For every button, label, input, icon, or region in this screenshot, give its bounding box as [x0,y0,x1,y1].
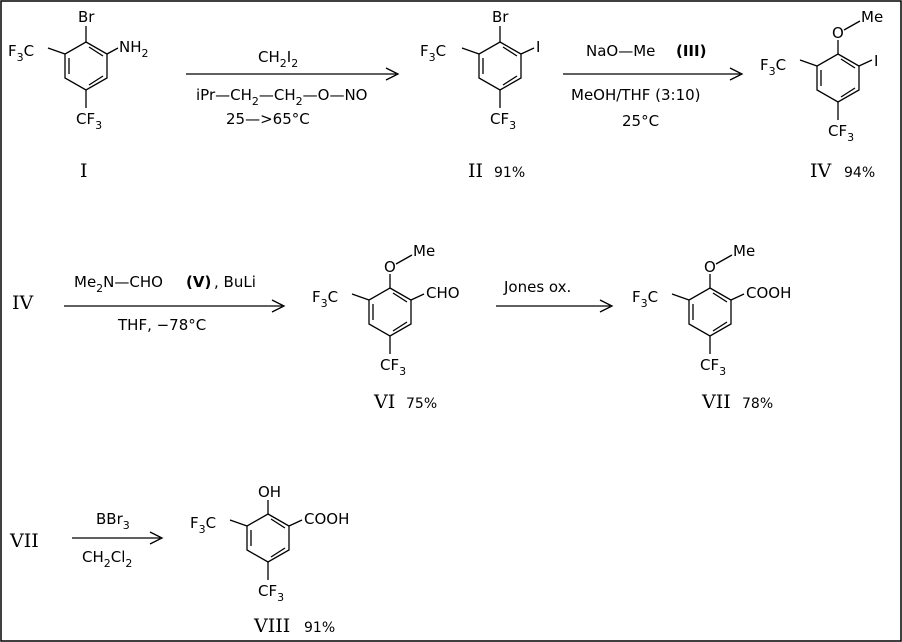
svg-text:NH2: NH2 [119,38,149,60]
svg-text:CF3: CF3 [828,122,854,144]
svg-text:CF3: CF3 [258,582,284,604]
compound-IV: O Me I F3C CF3 IV 94% [760,8,883,182]
svg-text:Br: Br [492,8,509,26]
svg-text:F3C: F3C [760,56,786,78]
step1-condition: 25—>65°C [226,110,310,128]
svg-text:THF, −78°C: THF, −78°C [117,316,206,334]
svg-text:iPr—CH2—CH2—O—NO: iPr—CH2—CH2—O—NO [196,86,367,108]
arrow-step4: Jones ox. [496,278,614,313]
svg-text:Me: Me [861,8,883,26]
svg-text:F3C: F3C [312,288,338,310]
svg-text:, BuLi: , BuLi [214,273,256,291]
svg-text:F3C: F3C [420,42,446,64]
svg-text:MeOH/THF (3:10): MeOH/THF (3:10) [571,86,701,104]
step5-start-label: VII [9,530,39,552]
yield-II: 91% [494,165,525,181]
compound-VII: O Me COOH F3C CF3 VII 78% [632,242,791,413]
svg-text:I: I [874,52,878,70]
yield-IV: 94% [844,165,875,181]
svg-text:CH2Cl2: CH2Cl2 [82,548,132,570]
step3-start-label: IV [12,292,34,314]
compound-label-II: II [468,160,483,182]
arrow-step2: NaO—Me (III) MeOH/THF (3:10) 25°C [563,42,744,130]
yield-VIII: 91% [304,620,335,636]
svg-text:OH: OH [258,483,281,501]
compound-II: Br I F3C CF3 II 91% [420,8,540,182]
svg-text:CHO: CHO [426,284,460,302]
svg-text:25°C: 25°C [622,112,659,130]
arrow-step3: Me2N—CHO (V) , BuLi THF, −78°C [64,273,286,334]
compound-VIII: OH COOH F3C CF3 VIII 91% [190,483,349,637]
yield-VI: 75% [406,396,437,412]
compound-I: Br NH2 F3C CF3 I [8,8,149,182]
svg-text:CF3: CF3 [490,110,516,132]
compound-label-VI: VI [373,391,395,413]
svg-text:O: O [704,258,716,276]
svg-text:CF3: CF3 [380,356,406,378]
svg-text:BBr3: BBr3 [96,510,130,532]
svg-text:O: O [384,258,396,276]
yield-VII: 78% [742,396,773,412]
arrow-step1: CH2I2 iPr—CH2—CH2—O—NO 25—>65°C [186,48,400,128]
svg-text:(III): (III) [676,42,706,60]
svg-text:COOH: COOH [304,510,349,528]
compound-label-VII: VII [701,391,731,413]
svg-text:O: O [832,24,844,42]
svg-text:Jones ox.: Jones ox. [503,278,571,296]
compound-label-IV: IV [810,160,832,182]
compound-label-VIII: VIII [253,615,290,637]
svg-text:COOH: COOH [746,284,791,302]
svg-text:NaO—Me: NaO—Me [586,42,655,60]
svg-text:Me: Me [413,242,435,260]
compound-label-I: I [80,160,88,182]
svg-text:CF3: CF3 [700,356,726,378]
svg-text:F3C: F3C [190,514,216,536]
svg-text:Me: Me [733,242,755,260]
svg-text:I: I [536,38,540,56]
svg-text:CF3: CF3 [76,110,102,132]
svg-text:F3C: F3C [8,42,34,64]
svg-text:(V): (V) [186,273,211,291]
svg-text:Br: Br [78,8,95,26]
arrow-step5: BBr3 CH2Cl2 [72,510,164,570]
svg-text:F3C: F3C [632,288,658,310]
svg-text:CH2I2: CH2I2 [258,48,298,70]
compound-VI: O Me CHO F3C CF3 VI 75% [312,242,460,413]
